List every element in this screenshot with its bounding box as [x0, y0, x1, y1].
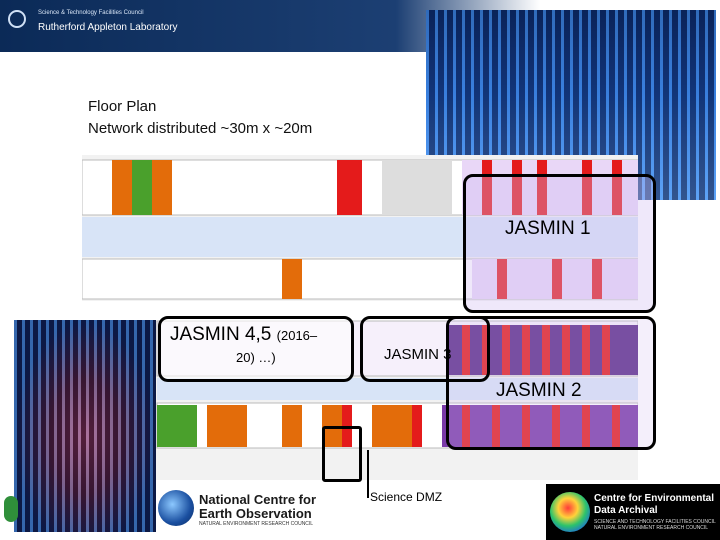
- jasmin45-years-b: 20) …): [236, 350, 276, 365]
- jasmin3-label: JASMIN 3: [384, 346, 452, 363]
- datacentre-photo-red: [14, 320, 156, 532]
- ceda-name: Centre for Environmental Data Archival: [594, 493, 715, 516]
- ceda-sub-a: SCIENCE AND TECHNOLOGY FACILITIES COUNCI…: [594, 519, 716, 525]
- jasmin45-highlight: [158, 316, 354, 382]
- jasmin1-label: JASMIN 1: [505, 218, 591, 239]
- floor-plan-title: Floor Plan: [88, 98, 157, 115]
- rack-row-2: [82, 258, 638, 300]
- nceo-sub: NATURAL ENVIRONMENT RESEARCH COUNCIL: [199, 521, 314, 527]
- ceda-logo-icon: [550, 492, 590, 532]
- jasmin3-highlight: [360, 316, 490, 382]
- floor-plan-subtitle: Network distributed ~30m x ~20m: [88, 120, 313, 137]
- org-name-lab: Rutherford Appleton Laboratory: [38, 22, 178, 33]
- org-name-small: Science & Technology Facilities Council: [38, 10, 144, 16]
- floor-plan-svg: [82, 155, 638, 480]
- aisle-3: [157, 378, 638, 400]
- jasmin45-years-a: (2016–: [276, 328, 318, 343]
- rack-row-4: [156, 402, 638, 449]
- stfc-logo-icon: [8, 10, 26, 28]
- floor-plan-caption: Floor Plan Network distributed ~30m x ~2…: [88, 96, 312, 140]
- jasmin45-main: JASMIN 4,5: [170, 324, 272, 345]
- nceo-logo-icon: [158, 490, 194, 526]
- science-dmz-highlight: [322, 426, 362, 482]
- nceo-name: National Centre for Earth Observation: [199, 492, 317, 521]
- rack-row-1: [82, 159, 638, 216]
- ceda-sub-b: NATURAL ENVIRONMENT RESEARCH COUNCIL: [594, 525, 709, 531]
- aisle-1: [82, 217, 638, 257]
- jasmin45-label: JASMIN 4,5 (2016–: [170, 324, 317, 346]
- science-dmz-pointer: [367, 450, 369, 498]
- jasmin2-label: JASMIN 2: [496, 380, 582, 401]
- science-dmz-label: Science DMZ: [370, 490, 443, 504]
- jasmin2-highlight: [446, 316, 656, 450]
- partial-logo-icon: [4, 496, 18, 522]
- aisle-4: [157, 450, 638, 480]
- jasmin1-highlight: [463, 174, 656, 313]
- ceda-sub: SCIENCE AND TECHNOLOGY FACILITIES COUNCI…: [594, 519, 716, 531]
